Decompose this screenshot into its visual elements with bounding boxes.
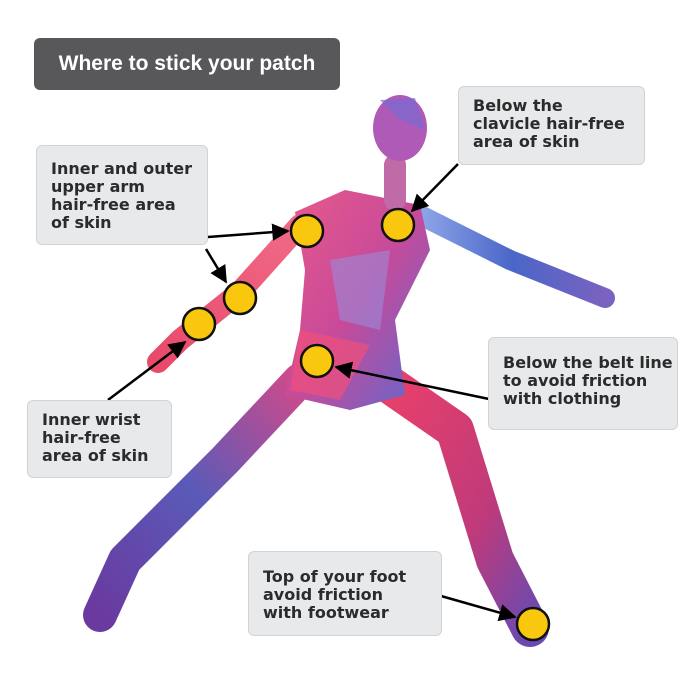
label-line: Top of your foot bbox=[263, 567, 407, 586]
patch-spot-clavicle bbox=[380, 207, 416, 243]
label-wrist: Inner wrist hair-free area of skin bbox=[27, 400, 172, 478]
arrow-upper-arm-inner bbox=[204, 248, 228, 284]
label-clavicle: Below the clavicle hair-free area of ski… bbox=[458, 86, 645, 165]
patch-spot-wrist bbox=[181, 306, 217, 342]
label-line: Inner wrist bbox=[42, 410, 141, 429]
label-line: area of skin bbox=[42, 446, 149, 465]
label-line: with footwear bbox=[263, 603, 389, 622]
label-line: hair-free area bbox=[51, 195, 176, 214]
arrow-belt bbox=[334, 361, 490, 401]
label-foot: Top of your foot avoid friction with foo… bbox=[248, 551, 442, 636]
label-line: Inner and outer bbox=[51, 159, 193, 178]
arrow-upper-arm-outer bbox=[207, 223, 290, 241]
label-line: with clothing bbox=[503, 389, 622, 408]
label-line: hair-free bbox=[42, 428, 121, 447]
arrows bbox=[107, 163, 517, 622]
page-title: Where to stick your patch bbox=[34, 38, 340, 90]
label-belt-line: Below the belt line to avoid friction wi… bbox=[488, 337, 678, 430]
patch-spot-foot bbox=[515, 606, 551, 642]
arrow-clavicle bbox=[410, 163, 459, 213]
patch-spot-belt bbox=[299, 343, 335, 379]
label-line: avoid friction bbox=[263, 585, 384, 604]
label-line: Below the bbox=[473, 96, 563, 115]
label-upper-arm: Inner and outer upper arm hair-free area… bbox=[36, 145, 208, 245]
label-line: area of skin bbox=[473, 132, 580, 151]
label-line: of skin bbox=[51, 213, 112, 232]
patch-spot-upper-arm-outer bbox=[289, 213, 325, 249]
label-line: clavicle hair-free bbox=[473, 114, 625, 133]
label-line: Below the belt line bbox=[503, 353, 673, 372]
patch-spot-upper-arm-inner bbox=[222, 280, 258, 316]
label-line: to avoid friction bbox=[503, 371, 648, 390]
arrow-foot bbox=[440, 594, 517, 622]
arrow-wrist bbox=[107, 340, 187, 401]
label-line: upper arm bbox=[51, 177, 145, 196]
